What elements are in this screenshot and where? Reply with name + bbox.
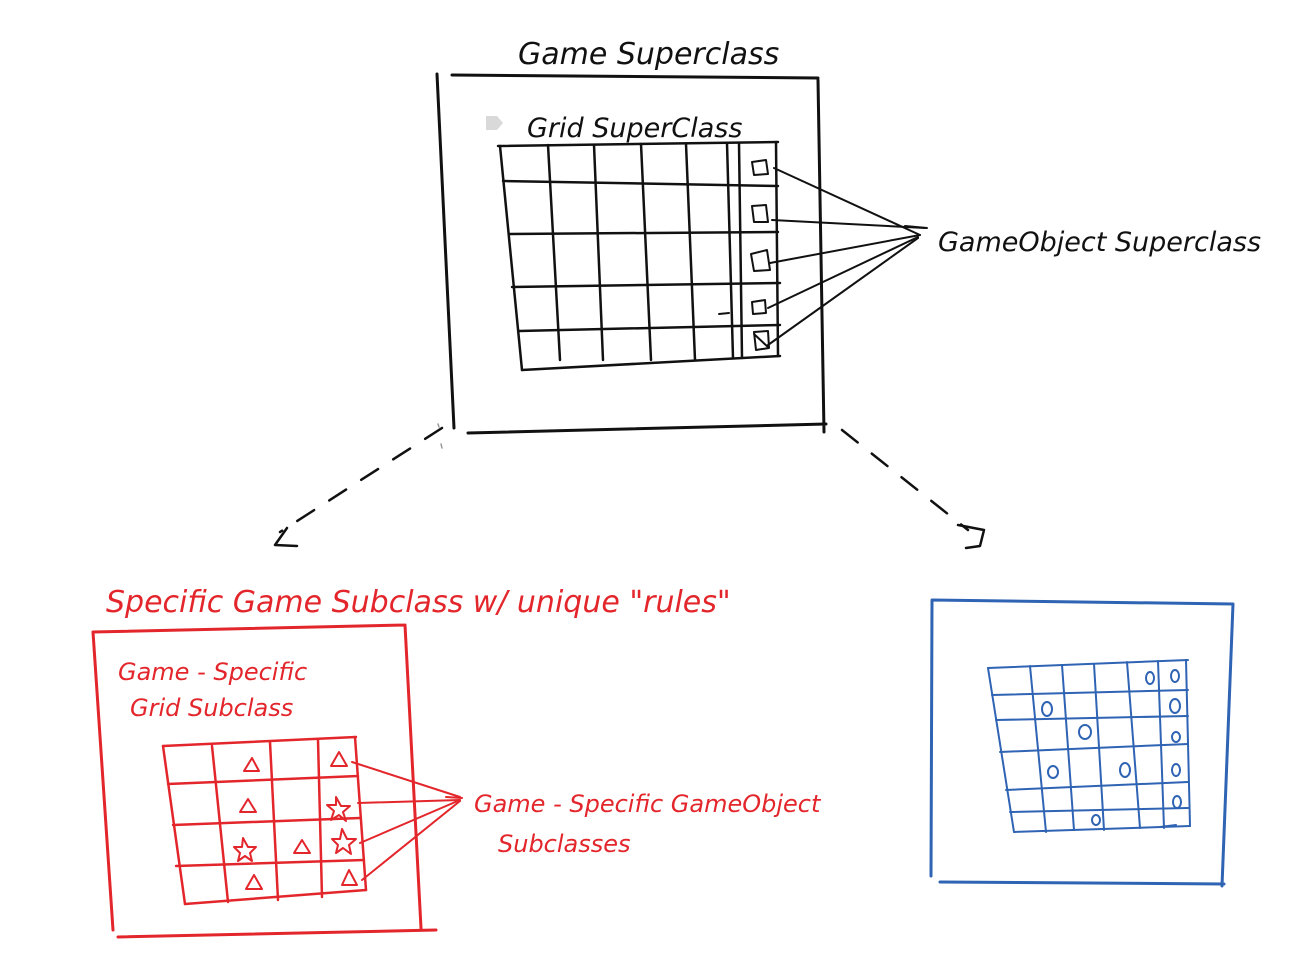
game-superclass: Game Superclass (435, 37, 828, 435)
triangle-piece-icon (245, 874, 263, 890)
specific-game-subclass-box (91, 623, 438, 939)
inheritance-arrow-right (840, 428, 970, 532)
game-object-square-icon (750, 249, 771, 272)
game-object-connectors (767, 167, 928, 346)
triangle-piece-icon (239, 798, 257, 813)
specific-game-subclass-title: Specific Game Subclass w/ unique "rules" (106, 585, 731, 620)
circle-piece-icon (1119, 762, 1131, 778)
arrow-head-left-icon (273, 526, 299, 548)
specific-game-subclass: Specific Game Subclass w/ unique "rules"… (91, 585, 822, 939)
grid-superclass-marker-icon (486, 116, 503, 130)
other-game-subclass-box (929, 598, 1235, 888)
circle-piece-icon (1172, 795, 1182, 809)
circle-piece-icon (1078, 724, 1092, 740)
circle-piece-icon (1041, 701, 1053, 717)
game-object-square-icon (751, 159, 769, 176)
star-piece-icon (331, 828, 357, 855)
grid-subclass-title-line2: Grid Subclass (130, 694, 293, 722)
circle-piece-icon (1171, 763, 1181, 777)
star-piece-icon (233, 837, 257, 862)
game-superclass-box (435, 72, 828, 435)
game-specific-objects (233, 751, 358, 890)
circle-piece-icon (1171, 731, 1181, 743)
game-object-square-icon (753, 330, 770, 351)
grid-dash-mark (718, 312, 730, 315)
other-game-subclass (929, 598, 1235, 888)
other-game-grid (987, 659, 1191, 833)
triangle-piece-icon (243, 757, 260, 772)
grid-superclass: Grid SuperClass (486, 113, 1261, 372)
circle-piece-icon (1145, 671, 1155, 685)
game-specific-connectors (351, 761, 463, 881)
game-specific-objects-label-line1: Game - Specific GameObject (474, 790, 822, 818)
grid-subclass-title-line1: Game - Specific (118, 658, 307, 686)
game-object-square-icon (751, 204, 769, 223)
inheritance-arrow-left (278, 426, 444, 534)
game-object-square-icon (751, 299, 767, 315)
grid-superclass-grid (496, 140, 782, 372)
triangle-piece-icon (330, 751, 348, 767)
triangle-piece-icon (341, 869, 358, 886)
other-game-pieces (1041, 669, 1182, 828)
game-object-superclass-label: GameObject Superclass (938, 227, 1261, 258)
circle-piece-icon (1170, 669, 1180, 683)
arrow-head-right-icon (956, 523, 986, 550)
game-specific-objects-label-line2: Subclasses (498, 830, 631, 858)
circle-piece-icon (1169, 698, 1181, 714)
game-object-icons (718, 159, 771, 351)
circle-piece-icon (1047, 765, 1059, 779)
inheritance-arrows (278, 426, 970, 534)
game-superclass-title: Game Superclass (518, 37, 779, 72)
star-piece-icon (326, 796, 351, 822)
arrow-heads (273, 523, 986, 550)
stray-pencil-marks (437, 423, 443, 449)
grid-dash-mark (1159, 824, 1177, 828)
circle-piece-icon (1091, 814, 1101, 826)
triangle-piece-icon (293, 839, 311, 854)
grid-superclass-title: Grid SuperClass (527, 113, 742, 144)
game-specific-grid (161, 735, 368, 906)
